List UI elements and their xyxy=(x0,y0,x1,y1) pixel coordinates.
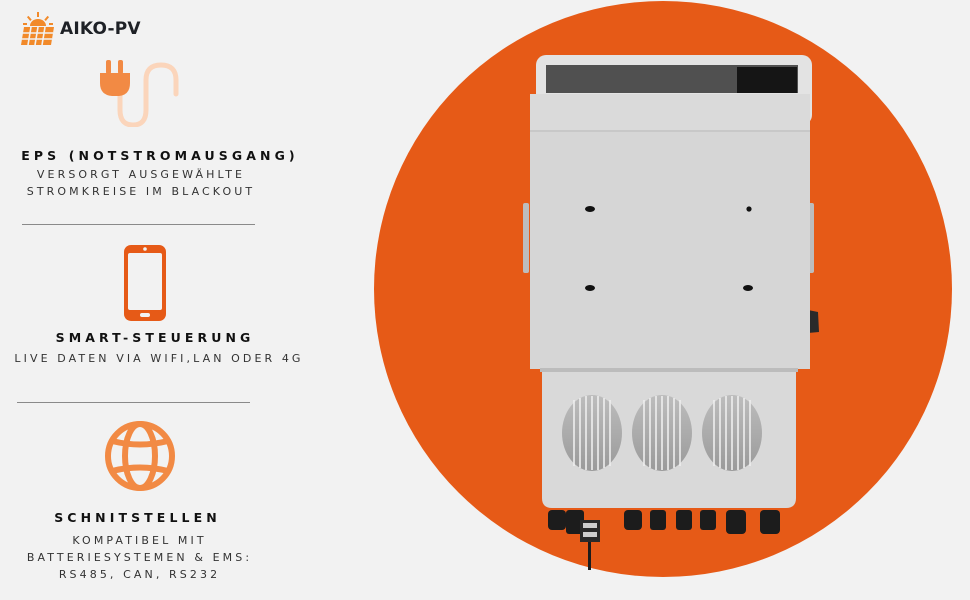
brand-name: AIKO-PV xyxy=(60,19,141,39)
solar-panel-sun-icon xyxy=(21,12,54,46)
feature-title-eps: EPS (NOTSTROMAUSGANG) xyxy=(21,148,299,163)
feature-title-interfaces: SCHNITSTELLEN xyxy=(54,510,221,525)
feature-title-smart: SMART-STEUERUNG xyxy=(55,330,255,345)
divider xyxy=(22,224,255,225)
brand-logo: AIKO-PV xyxy=(18,12,141,46)
divider xyxy=(17,402,250,403)
feature-desc-eps: VERSORGT AUSGEWÄHLTE STROMKREISE IM BLAC… xyxy=(26,168,256,198)
feature-desc-smart: LIVE DATEN VIA WIFI,LAN ODER 4G xyxy=(14,352,304,365)
power-plug-icon xyxy=(100,60,179,127)
smartphone-icon xyxy=(124,245,166,321)
feature-desc-interfaces: KOMPATIBEL MIT BATTERIESYSTEMEN & EMS: R… xyxy=(26,534,253,581)
hybrid-inverter-image xyxy=(523,55,819,570)
globe-icon xyxy=(105,421,175,491)
